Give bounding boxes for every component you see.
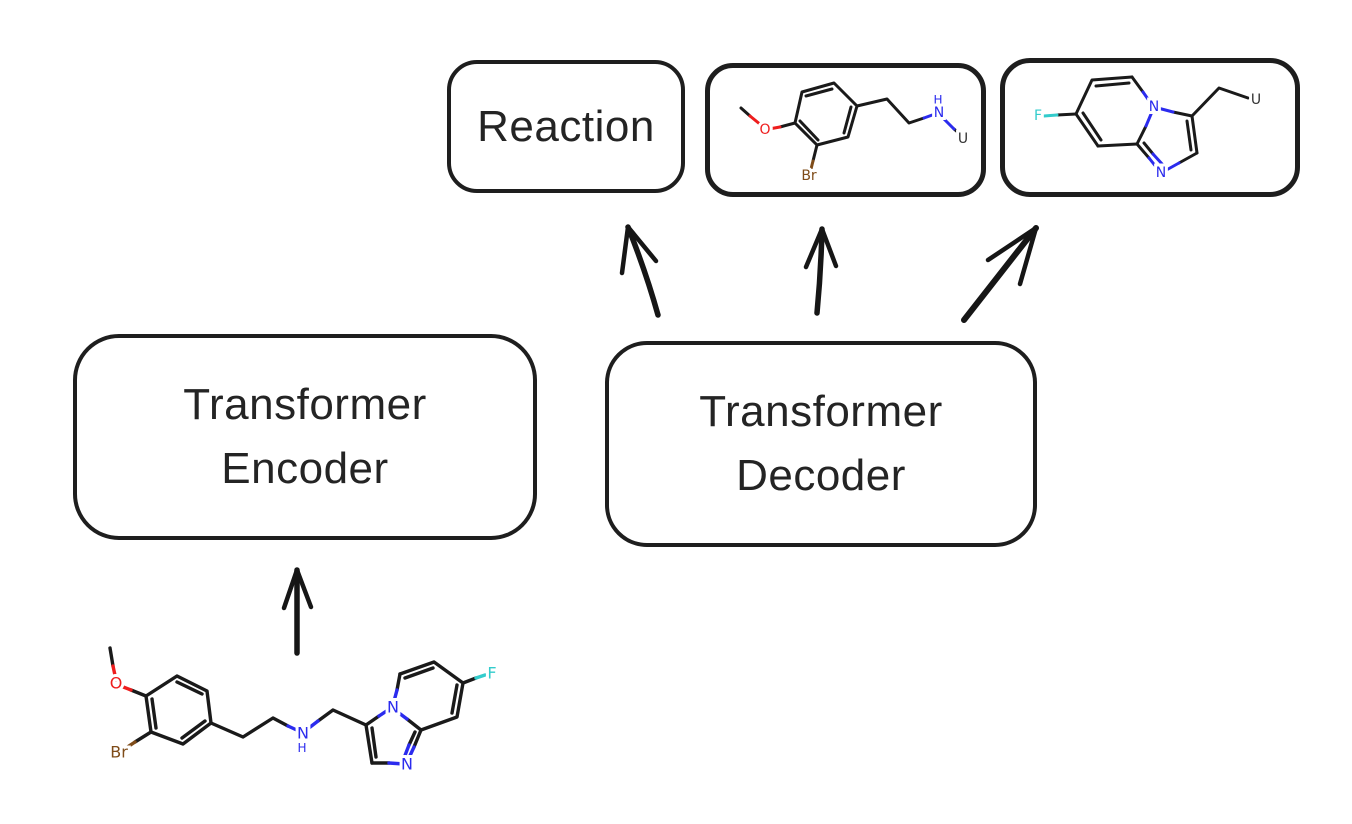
product-fragment-2-structure: F N N U [1031, 75, 1264, 184]
oxygen-atom-label: O [759, 122, 770, 138]
decoder-label-line1: Transformer [699, 387, 943, 437]
product-fragment-2-box: F N N U [1000, 58, 1300, 197]
fluorine-atom-label: F [1034, 108, 1042, 124]
arrow-decoder-to-fragment1 [803, 226, 839, 316]
reaction-label: Reaction [477, 101, 655, 151]
hydrogen-atom-label: H [933, 93, 942, 107]
nitrogen-atom-label: N [1149, 99, 1159, 115]
attachment-atom-label: U [958, 131, 968, 147]
oxygen-atom-label: O [110, 674, 123, 693]
nitrogen-atom-label: N [297, 724, 309, 743]
bromine-atom-label: Br [801, 168, 817, 184]
nitrogen-atom-label: N [934, 105, 944, 121]
transformer-encoder-box: Transformer Encoder [73, 334, 537, 540]
attachment-atom-label: U [1251, 92, 1261, 108]
decoder-label-line2: Decoder [736, 451, 906, 500]
product-fragment-1-structure: O Br H N U [739, 81, 971, 187]
transformer-decoder-box: Transformer Decoder [605, 341, 1037, 547]
bromine-atom-label: Br [110, 743, 128, 762]
nitrogen-atom-label: N [1156, 165, 1166, 181]
encoder-label-line2: Encoder [221, 444, 389, 493]
nitrogen-atom-label: N [387, 698, 399, 717]
product-fragment-1-box: O Br H N U [705, 63, 986, 197]
nitrogen-atom-label: N [401, 755, 413, 774]
hydrogen-atom-label: H [297, 741, 306, 755]
reaction-box: Reaction [447, 60, 685, 193]
arrow-decoder-to-fragment2 [961, 225, 1039, 323]
input-molecule-structure: O Br N H N N F [107, 646, 500, 777]
encoder-label-line1: Transformer [183, 380, 427, 430]
arrow-decoder-to-reaction [619, 224, 661, 318]
fluorine-atom-label: F [487, 664, 496, 683]
